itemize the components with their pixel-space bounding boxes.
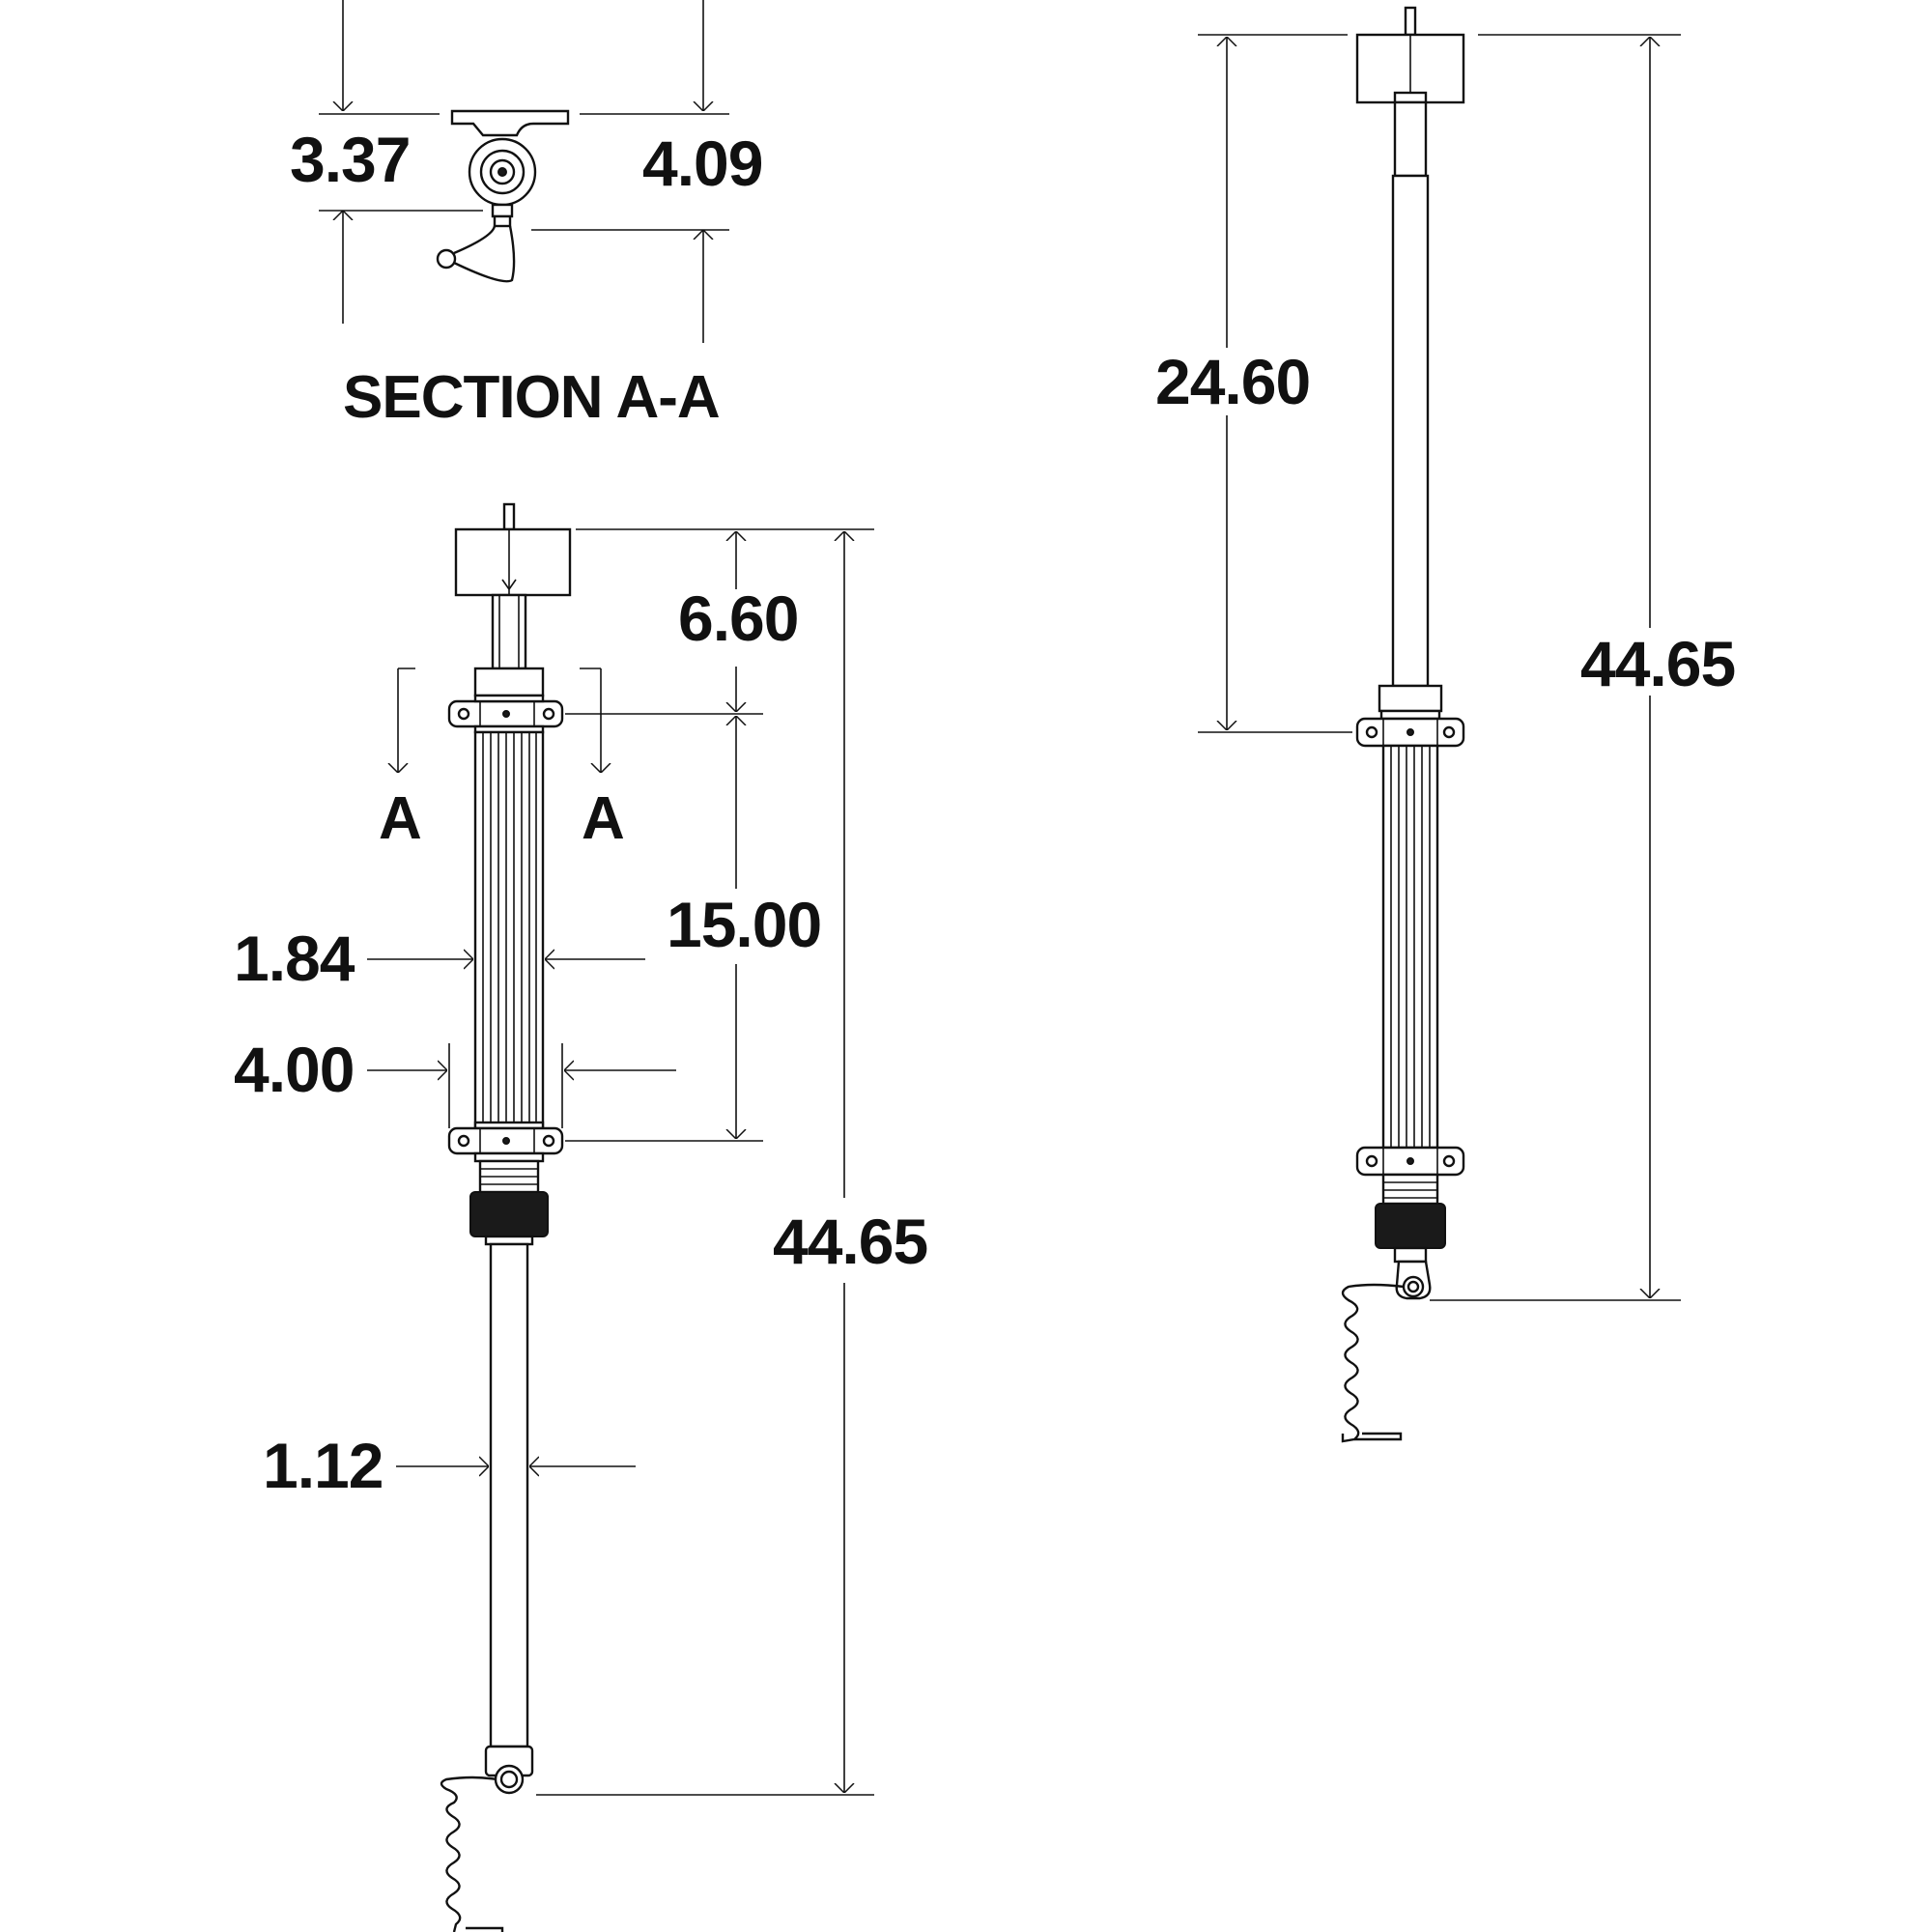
dim-44-65-side: 44.65 xyxy=(1580,628,1735,699)
dim-1-84: 1.84 xyxy=(234,923,355,994)
dim-4-09: 4.09 xyxy=(642,128,762,199)
section-a-a-title: SECTION A-A xyxy=(343,364,720,431)
dim-24-60: 24.60 xyxy=(1155,346,1310,417)
front-view: A A 6.60 15.00 44.65 1.84 4.00 1.12 xyxy=(234,502,928,1932)
dim-6-60: 6.60 xyxy=(678,582,798,654)
dim-15-00: 15.00 xyxy=(667,889,821,960)
side-view: 24.60 44.65 xyxy=(1155,6,1736,1443)
section-marker-a-right: A xyxy=(582,785,624,852)
dim-1-12: 1.12 xyxy=(263,1430,383,1501)
dim-44-65-front: 44.65 xyxy=(773,1206,927,1277)
dim-4-00: 4.00 xyxy=(234,1034,354,1105)
section-a-a-view: 3.37 4.09 SECTION A-A xyxy=(290,0,763,431)
dim-3-37: 3.37 xyxy=(290,124,410,195)
section-marker-a-left: A xyxy=(379,785,421,852)
